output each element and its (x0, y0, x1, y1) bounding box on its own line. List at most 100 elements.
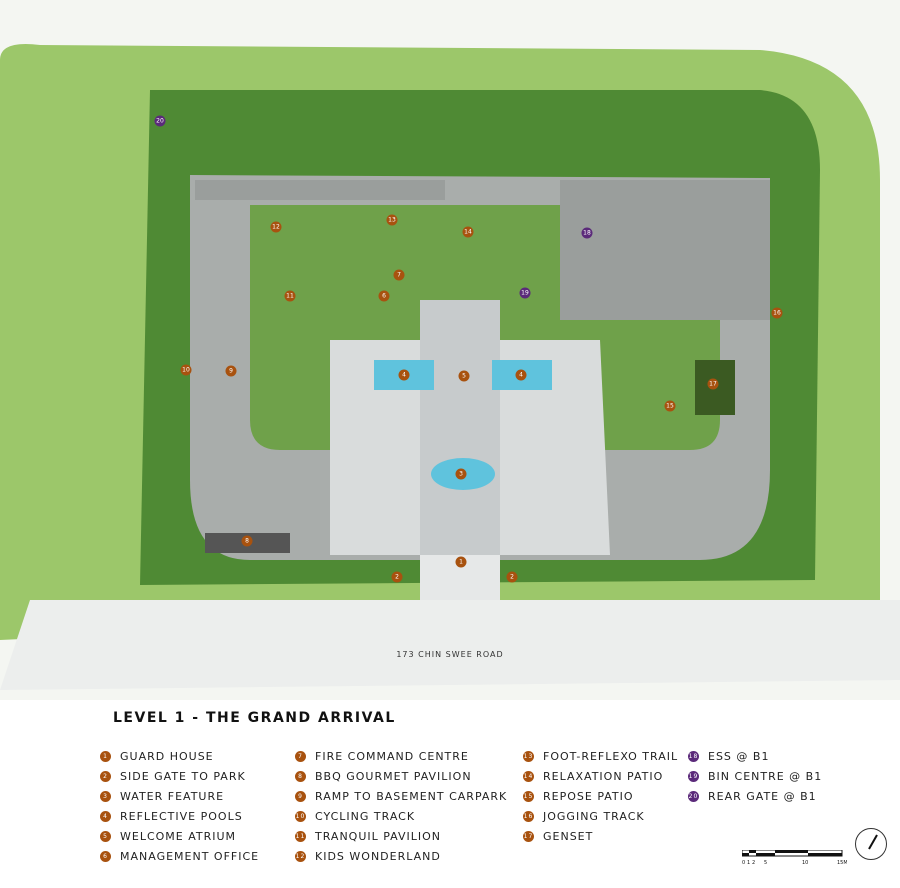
site-plan (0, 0, 900, 700)
legend-item: 8 BBQ GOURMET PAVILION (295, 766, 507, 786)
map-marker: 17 (707, 378, 719, 390)
legend-item: 9 RAMP TO BASEMENT CARPARK (295, 786, 507, 806)
legend-label: BIN CENTRE @ B1 (708, 769, 823, 783)
legend-label: TRANQUIL PAVILION (315, 829, 442, 843)
legend-label: SIDE GATE TO PARK (120, 769, 246, 783)
legend-number-badge: 4 (100, 810, 111, 822)
legend-label: ESS @ B1 (708, 749, 770, 763)
scale-tick-label: 5 (764, 860, 767, 866)
map-marker: 2 (391, 571, 403, 583)
map-marker: 6 (378, 290, 390, 302)
legend-item: 3 WATER FEATURE (100, 786, 259, 806)
legend-item: 1 GUARD HOUSE (100, 746, 259, 766)
road-label: 173 CHIN SWEE ROAD (396, 650, 504, 659)
legend-number-badge: 3 (100, 790, 111, 802)
north-arrow-icon (855, 828, 887, 860)
legend-number-badge: 18 (688, 750, 699, 762)
legend-label: WATER FEATURE (120, 789, 225, 803)
map-marker: 12 (270, 221, 282, 233)
legend-label: GENSET (543, 829, 594, 843)
map-marker: 11 (284, 290, 296, 302)
legend-column: 13 FOOT-REFLEXO TRAIL 14 RELAXATION PATIO 15… (523, 746, 678, 846)
road-area (0, 600, 900, 690)
legend-item: 19 BIN CENTRE @ B1 (688, 766, 822, 786)
legend-item: 6 MANAGEMENT OFFICE (100, 846, 259, 866)
legend-number-badge: 19 (688, 770, 699, 782)
legend-item: 5 WELCOME ATRIUM (100, 826, 259, 846)
map-marker: 14 (462, 226, 474, 238)
legend-label: FOOT-REFLEXO TRAIL (543, 749, 679, 763)
legend-item: 15 REPOSE PATIO (523, 786, 678, 806)
legend-item: 13 FOOT-REFLEXO TRAIL (523, 746, 678, 766)
legend-label: GUARD HOUSE (120, 749, 214, 763)
legend-number-badge: 13 (523, 750, 534, 762)
legend-item: 14 RELAXATION PATIO (523, 766, 678, 786)
scale-tick-label: 15M (837, 860, 847, 866)
legend-item: 11 TRANQUIL PAVILION (295, 826, 507, 846)
map-marker: 18 (581, 227, 593, 239)
legend-item: 2 SIDE GATE TO PARK (100, 766, 259, 786)
legend-number-badge: 2 (100, 770, 111, 782)
legend-label: CYCLING TRACK (315, 809, 416, 823)
map-marker: 4 (515, 369, 527, 381)
scale-tick-label: 2 (752, 860, 755, 866)
legend-column: 7 FIRE COMMAND CENTRE 8 BBQ GOURMET PAVILIO… (295, 746, 507, 866)
legend-label: REPOSE PATIO (543, 789, 634, 803)
map-marker: 9 (225, 365, 237, 377)
map-marker: 3 (455, 468, 467, 480)
legend-number-badge: 8 (295, 770, 306, 782)
legend-number-badge: 1 (100, 750, 111, 762)
legend-label: MANAGEMENT OFFICE (120, 849, 260, 863)
legend-item: 12 KIDS WONDERLAND (295, 846, 507, 866)
legend-number-badge: 7 (295, 750, 306, 762)
scale-tick-label: 0 (742, 860, 745, 866)
legend-number-badge: 5 (100, 830, 111, 842)
map-marker: 15 (664, 400, 676, 412)
scale-tick-label: 1 (747, 860, 750, 866)
map-marker: 1 (455, 556, 467, 568)
legend-label: REFLECTIVE POOLS (120, 809, 243, 823)
legend-number-badge: 15 (523, 790, 534, 802)
legend-item: 4 REFLECTIVE POOLS (100, 806, 259, 826)
legend-number-badge: 17 (523, 830, 534, 842)
map-marker: 4 (398, 369, 410, 381)
atrium-path (420, 300, 500, 560)
legend-item: 18 ESS @ B1 (688, 746, 822, 766)
legend-number-badge: 10 (295, 810, 306, 822)
legend-label: KIDS WONDERLAND (315, 849, 441, 863)
legend-number-badge: 11 (295, 830, 306, 842)
map-marker: 16 (771, 307, 783, 319)
legend-number-badge: 14 (523, 770, 534, 782)
legend-number-badge: 12 (295, 850, 306, 862)
map-marker: 13 (386, 214, 398, 226)
legend-item: 20 REAR GATE @ B1 (688, 786, 822, 806)
map-marker: 19 (519, 287, 531, 299)
map-marker: 5 (458, 370, 470, 382)
map-marker: 20 (154, 115, 166, 127)
legend-label: RAMP TO BASEMENT CARPARK (315, 789, 508, 803)
legend-item: 10 CYCLING TRACK (295, 806, 507, 826)
legend-number-badge: 20 (688, 790, 699, 802)
map-marker: 7 (393, 269, 405, 281)
legend-column: 18 ESS @ B1 19 BIN CENTRE @ B1 20 REAR GATE @… (688, 746, 822, 806)
building-block (195, 180, 445, 200)
scale-tick-label: 10 (802, 860, 808, 866)
plan-title: LEVEL 1 - THE GRAND ARRIVAL (113, 710, 396, 726)
legend-label: FIRE COMMAND CENTRE (315, 749, 469, 763)
map-marker: 10 (180, 364, 192, 376)
legend-item: 17 GENSET (523, 826, 678, 846)
legend-number-badge: 6 (100, 850, 111, 862)
map-marker: 8 (241, 535, 253, 547)
legend-label: RELAXATION PATIO (543, 769, 664, 783)
legend-number-badge: 9 (295, 790, 306, 802)
map-marker: 2 (506, 571, 518, 583)
legend-label: WELCOME ATRIUM (120, 829, 237, 843)
legend-label: BBQ GOURMET PAVILION (315, 769, 472, 783)
legend-column: 1 GUARD HOUSE 2 SIDE GATE TO PARK 3 WATER FEA… (100, 746, 259, 866)
legend-item: 7 FIRE COMMAND CENTRE (295, 746, 507, 766)
building-block (560, 180, 770, 320)
legend-label: REAR GATE @ B1 (708, 789, 817, 803)
legend-label: JOGGING TRACK (543, 809, 645, 823)
